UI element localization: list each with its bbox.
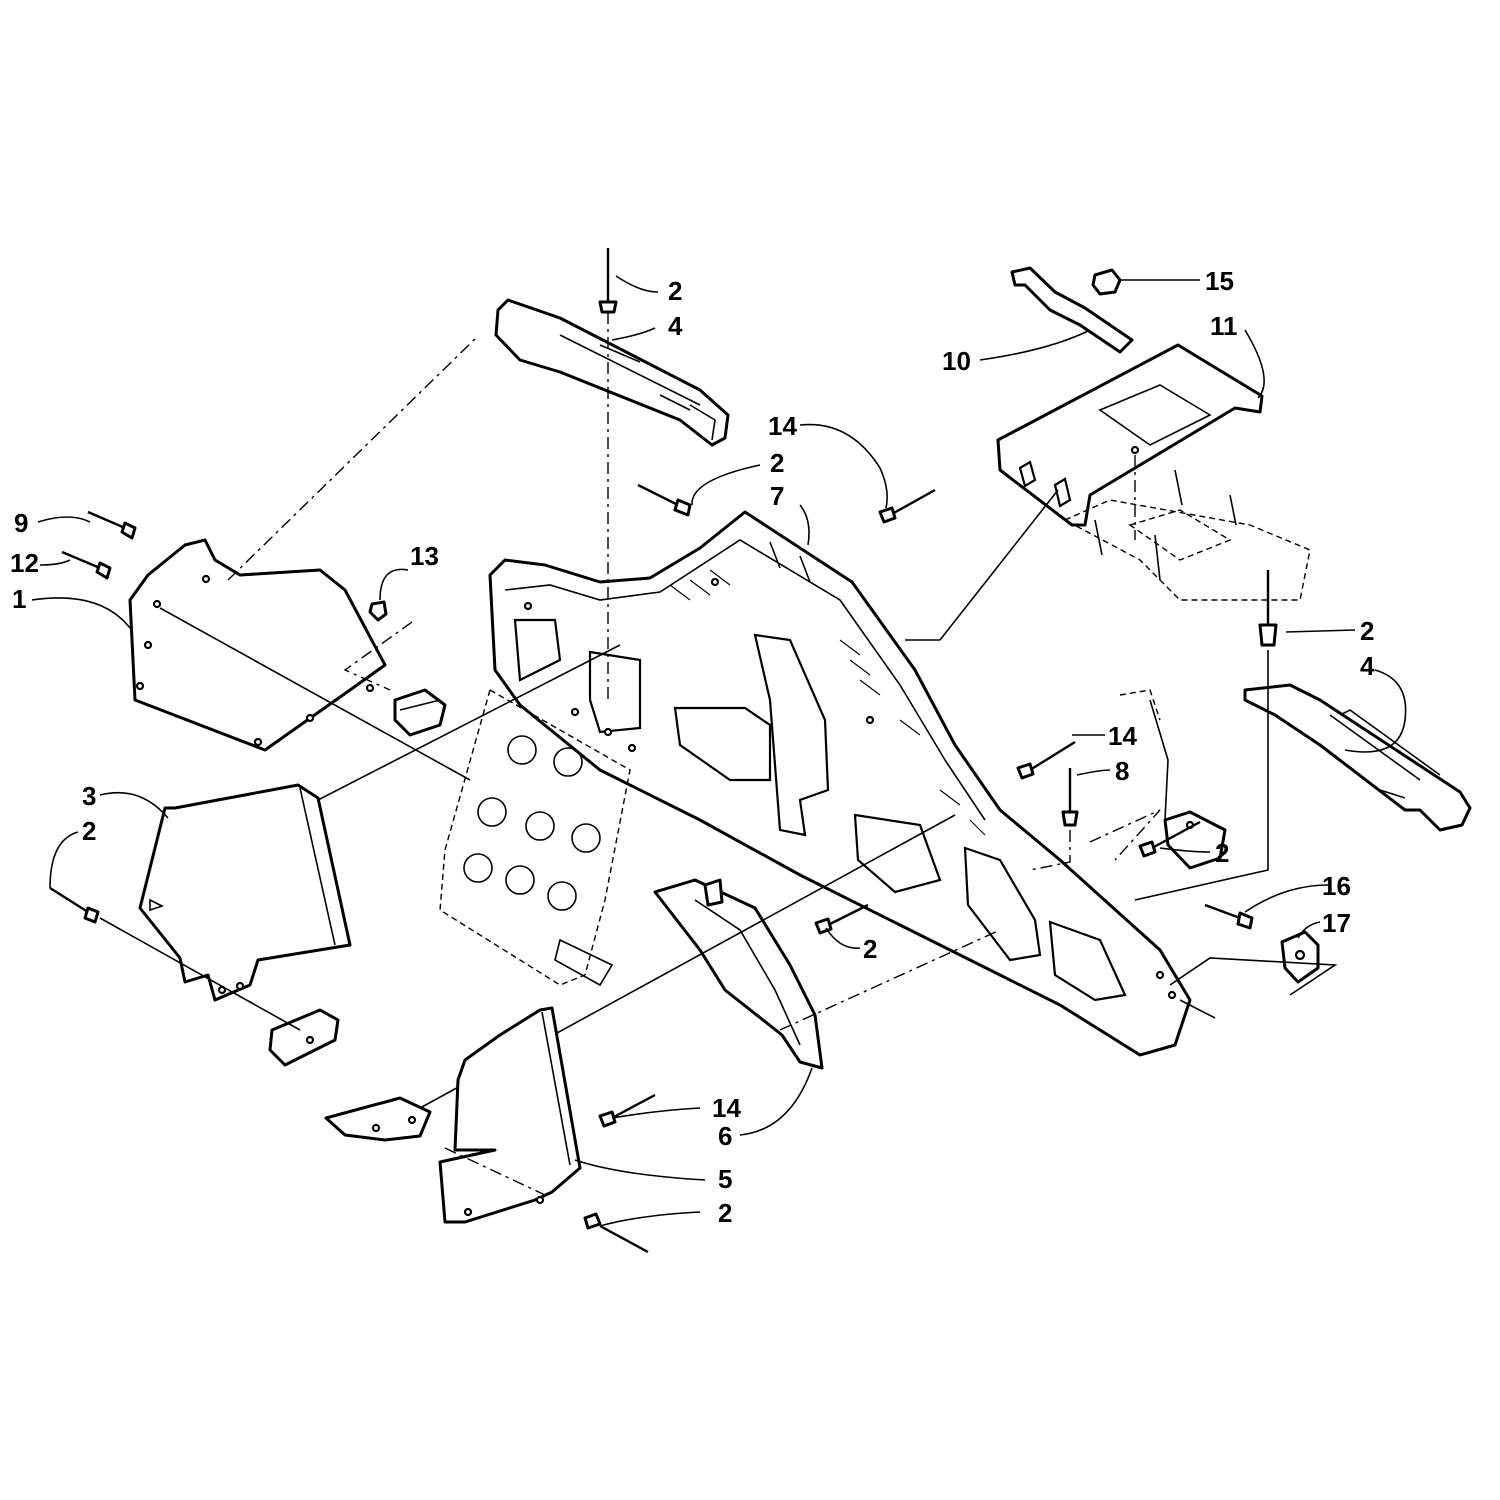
frame-reference <box>1063 469 1311 601</box>
callout-4: 4 <box>1360 651 1375 681</box>
running-board-bracket-upper <box>494 298 730 447</box>
callout-6: 6 <box>718 1121 732 1151</box>
rivet-9 <box>87 510 137 540</box>
callout-labels: 2 4 15 11 10 14 2 7 9 13 12 1 2 4 14 8 3… <box>10 266 1375 1228</box>
rivet-center <box>637 483 692 517</box>
rivet-8 <box>1061 768 1079 827</box>
rivet-16 <box>1204 903 1254 930</box>
rivet-upper <box>598 248 618 314</box>
callout-16: 16 <box>1322 871 1351 901</box>
tunnel-side-panel <box>488 510 1192 1057</box>
side-panel-part-1 <box>128 538 387 752</box>
callout-7: 7 <box>770 481 784 511</box>
callout-2: 2 <box>1360 616 1374 646</box>
callout-2: 2 <box>863 934 877 964</box>
nut-15 <box>1091 268 1122 296</box>
bracket-10 <box>1010 266 1134 354</box>
callout-10: 10 <box>942 346 971 376</box>
plate-11 <box>996 343 1264 527</box>
rivet-14-lower <box>598 1093 656 1128</box>
rivet-12 <box>61 550 112 580</box>
callout-4: 4 <box>668 311 683 341</box>
bracket-part-6 <box>653 878 824 1070</box>
rivet-mid-lower <box>814 903 869 935</box>
side-panel-part-3 <box>138 783 352 1002</box>
callout-5: 5 <box>718 1164 732 1194</box>
callout-12: 12 <box>10 548 39 578</box>
rivet-right-mid <box>1138 820 1201 858</box>
leader-lines <box>31 275 1407 1227</box>
small-bracket-left <box>324 1096 432 1142</box>
callout-1: 1 <box>12 584 26 614</box>
callout-2: 2 <box>770 448 784 478</box>
oval-pad <box>268 1008 340 1067</box>
rivet-right <box>1258 570 1278 647</box>
gusset-plate <box>439 688 631 987</box>
callout-11: 11 <box>1210 311 1238 341</box>
callout-14: 14 <box>1108 721 1137 751</box>
clip-bracket <box>393 688 447 737</box>
callout-8: 8 <box>1115 756 1129 786</box>
rivet-14-top <box>878 488 936 524</box>
callout-13: 13 <box>410 541 439 571</box>
callout-2: 2 <box>1215 838 1229 868</box>
callout-9: 9 <box>14 508 28 538</box>
side-panel-part-5 <box>438 1006 582 1224</box>
rivet-left <box>49 886 100 924</box>
rivet-bottom <box>583 1212 649 1254</box>
callout-15: 15 <box>1205 266 1234 296</box>
callout-2: 2 <box>82 816 96 846</box>
callout-3: 3 <box>82 781 96 811</box>
stop-block <box>1119 689 1227 870</box>
washer-17 <box>1280 930 1320 984</box>
callout-2: 2 <box>718 1198 732 1228</box>
running-board-bracket-lower <box>1243 683 1472 832</box>
callout-2: 2 <box>668 276 682 306</box>
callout-17: 17 <box>1322 908 1351 938</box>
callout-14: 14 <box>712 1093 741 1123</box>
rivet-14-right <box>1016 740 1076 780</box>
screw-13 <box>368 600 388 622</box>
callout-14: 14 <box>768 411 797 441</box>
